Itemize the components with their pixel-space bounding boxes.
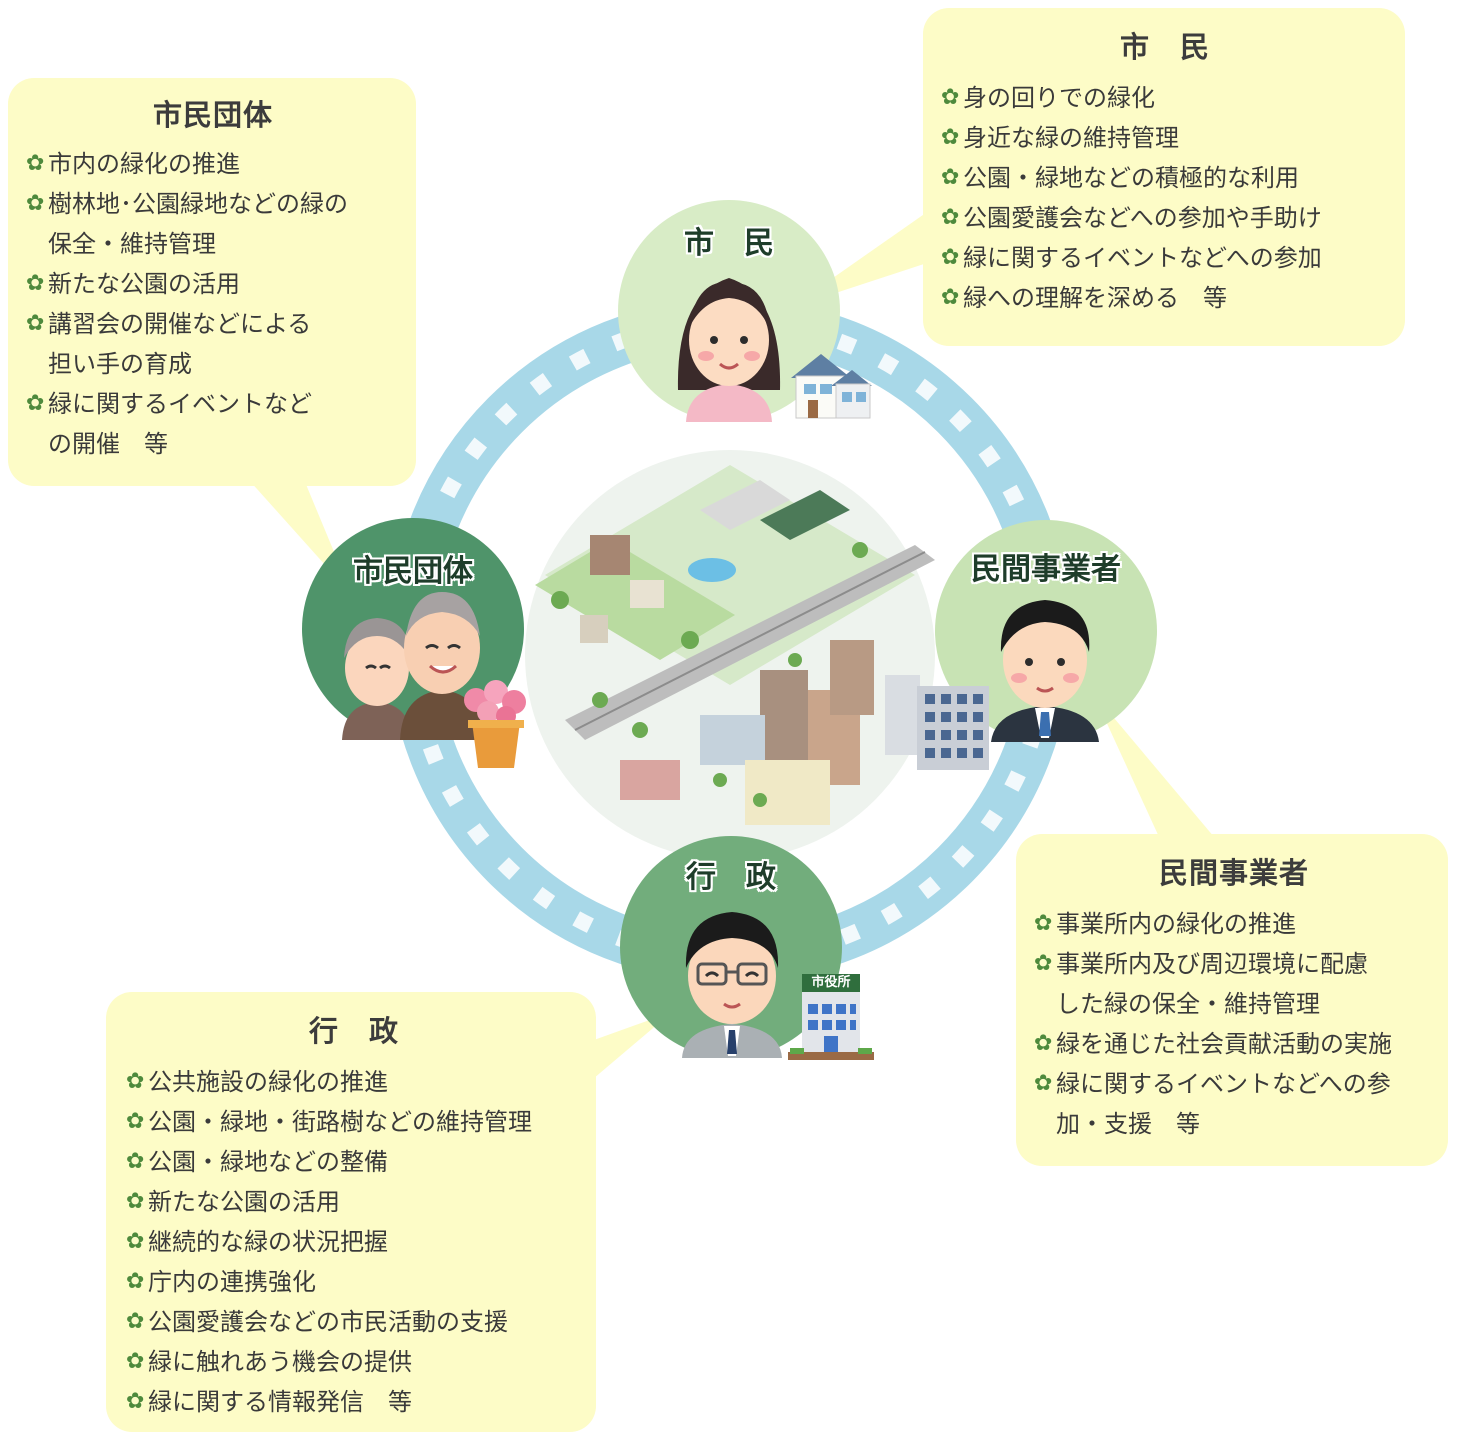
flower-icon: ✿	[941, 285, 960, 310]
list-item: ✿公園・緑地などの整備	[126, 1142, 582, 1182]
government-role-list: ✿公共施設の緑化の推進 ✿公園・緑地・街路樹などの維持管理 ✿公園・緑地などの整…	[126, 1062, 582, 1422]
city-hall-icon: 市役所	[786, 970, 876, 1062]
list-item: ✿身近な緑の維持管理	[941, 118, 1389, 158]
official-avatar	[682, 912, 782, 1058]
flower-icon: ✿	[26, 311, 45, 336]
flower-icon: ✿	[126, 1069, 145, 1094]
government-callout-title: 行 政	[308, 1014, 399, 1048]
citizen-callout-title: 市 民	[1119, 30, 1210, 64]
flower-icon: ✿	[941, 165, 960, 190]
flower-icon: ✿	[26, 191, 45, 216]
house-icon	[791, 354, 872, 419]
list-item: ✿公園愛護会などへの参加や手助け	[941, 198, 1389, 238]
citizen-circle-label: 市 民	[684, 226, 774, 261]
list-item: ✿身の回りでの緑化	[941, 78, 1389, 118]
group-circle-label: 市民団体	[353, 554, 473, 589]
flower-icon: ✿	[1034, 1031, 1053, 1056]
flower-icon: ✿	[26, 391, 45, 416]
list-item: ✿緑に関する情報発信 等	[126, 1382, 582, 1422]
city-hall-building	[788, 992, 874, 1060]
flower-icon: ✿	[941, 245, 960, 270]
list-item: ✿緑に関するイベントなどへの参加	[941, 238, 1389, 278]
flower-icon: ✿	[126, 1109, 145, 1134]
citizen-role-list: ✿身の回りでの緑化 ✿身近な緑の維持管理 ✿公園・緑地などの積極的な利用 ✿公園…	[941, 78, 1389, 318]
flower-pot-icon	[464, 680, 526, 768]
list-item: ✿公園愛護会などの市民活動の支援	[126, 1302, 582, 1342]
office-building-icon	[917, 686, 989, 770]
business-circle: 民間事業者	[917, 520, 1157, 770]
elderly-couple-avatar	[342, 592, 484, 740]
group-callout-title: 市民団体	[152, 98, 273, 132]
flower-icon: ✿	[126, 1349, 145, 1374]
group-callout: 市民団体 ✿市内の緑化の推進 ✿樹林地･公園緑地などの緑の 保全・維持管理 ✿新…	[8, 78, 416, 486]
government-callout-tail	[580, 1012, 672, 1090]
flower-icon: ✿	[1034, 1071, 1053, 1096]
list-item: ✿緑に関するイベントなど の開催 等	[26, 384, 400, 464]
city-hall-sign: 市役所	[802, 974, 860, 992]
flower-icon: ✿	[26, 151, 45, 176]
list-item: ✿緑への理解を深める 等	[941, 278, 1389, 318]
business-callout-tail	[1093, 693, 1225, 850]
list-item: ✿事業所内の緑化の推進	[1034, 904, 1434, 944]
list-item: ✿公園・緑地・街路樹などの維持管理	[126, 1102, 582, 1142]
flower-icon: ✿	[126, 1269, 145, 1294]
flower-icon: ✿	[126, 1149, 145, 1174]
government-circle: 行 政 市役所	[620, 836, 874, 1060]
flower-icon: ✿	[941, 125, 960, 150]
flower-icon: ✿	[126, 1229, 145, 1254]
flower-icon: ✿	[126, 1389, 145, 1414]
group-circle: 市民団体	[302, 518, 526, 768]
city-illustration	[525, 450, 935, 860]
list-item: ✿新たな公園の活用	[26, 264, 400, 304]
list-item: ✿市内の緑化の推進	[26, 144, 400, 184]
business-callout: 民間事業者 ✿事業所内の緑化の推進 ✿事業所内及び周辺環境に配慮 した緑の保全・…	[1016, 834, 1448, 1166]
flower-icon: ✿	[26, 271, 45, 296]
business-role-list: ✿事業所内の緑化の推進 ✿事業所内及び周辺環境に配慮 した緑の保全・維持管理 ✿…	[1034, 904, 1434, 1144]
list-item: ✿緑に触れあう機会の提供	[126, 1342, 582, 1382]
business-callout-title: 民間事業者	[1158, 856, 1309, 890]
government-circle-label: 行 政	[686, 860, 776, 895]
list-item: ✿庁内の連携強化	[126, 1262, 582, 1302]
flower-icon: ✿	[126, 1189, 145, 1214]
list-item: ✿事業所内及び周辺環境に配慮 した緑の保全・維持管理	[1034, 944, 1434, 1024]
list-item: ✿樹林地･公園緑地などの緑の 保全・維持管理	[26, 184, 400, 264]
flower-icon: ✿	[1034, 951, 1053, 976]
group-role-list: ✿市内の緑化の推進 ✿樹林地･公園緑地などの緑の 保全・維持管理 ✿新たな公園の…	[26, 144, 400, 464]
list-item: ✿継続的な緑の状況把握	[126, 1222, 582, 1262]
list-item: ✿緑に関するイベントなどへの参 加・支援 等	[1034, 1064, 1434, 1144]
flower-icon: ✿	[941, 85, 960, 110]
flower-icon: ✿	[941, 205, 960, 230]
list-item: ✿講習会の開催などによる 担い手の育成	[26, 304, 400, 384]
flower-icon: ✿	[126, 1309, 145, 1334]
list-item: ✿緑を通じた社会貢献活動の実施	[1034, 1024, 1434, 1064]
businessman-avatar	[991, 600, 1099, 742]
list-item: ✿新たな公園の活用	[126, 1182, 582, 1222]
citizen-circle: 市 民	[618, 200, 872, 422]
flower-icon: ✿	[1034, 911, 1053, 936]
woman-avatar	[677, 278, 781, 422]
list-item: ✿公共施設の緑化の推進	[126, 1062, 582, 1102]
business-circle-label: 民間事業者	[971, 552, 1121, 587]
citizen-callout: 市 民 ✿身の回りでの緑化 ✿身近な緑の維持管理 ✿公園・緑地などの積極的な利用…	[923, 8, 1405, 346]
government-callout: 行 政 ✿公共施設の緑化の推進 ✿公園・緑地・街路樹などの維持管理 ✿公園・緑地…	[106, 992, 596, 1432]
list-item: ✿公園・緑地などの積極的な利用	[941, 158, 1389, 198]
